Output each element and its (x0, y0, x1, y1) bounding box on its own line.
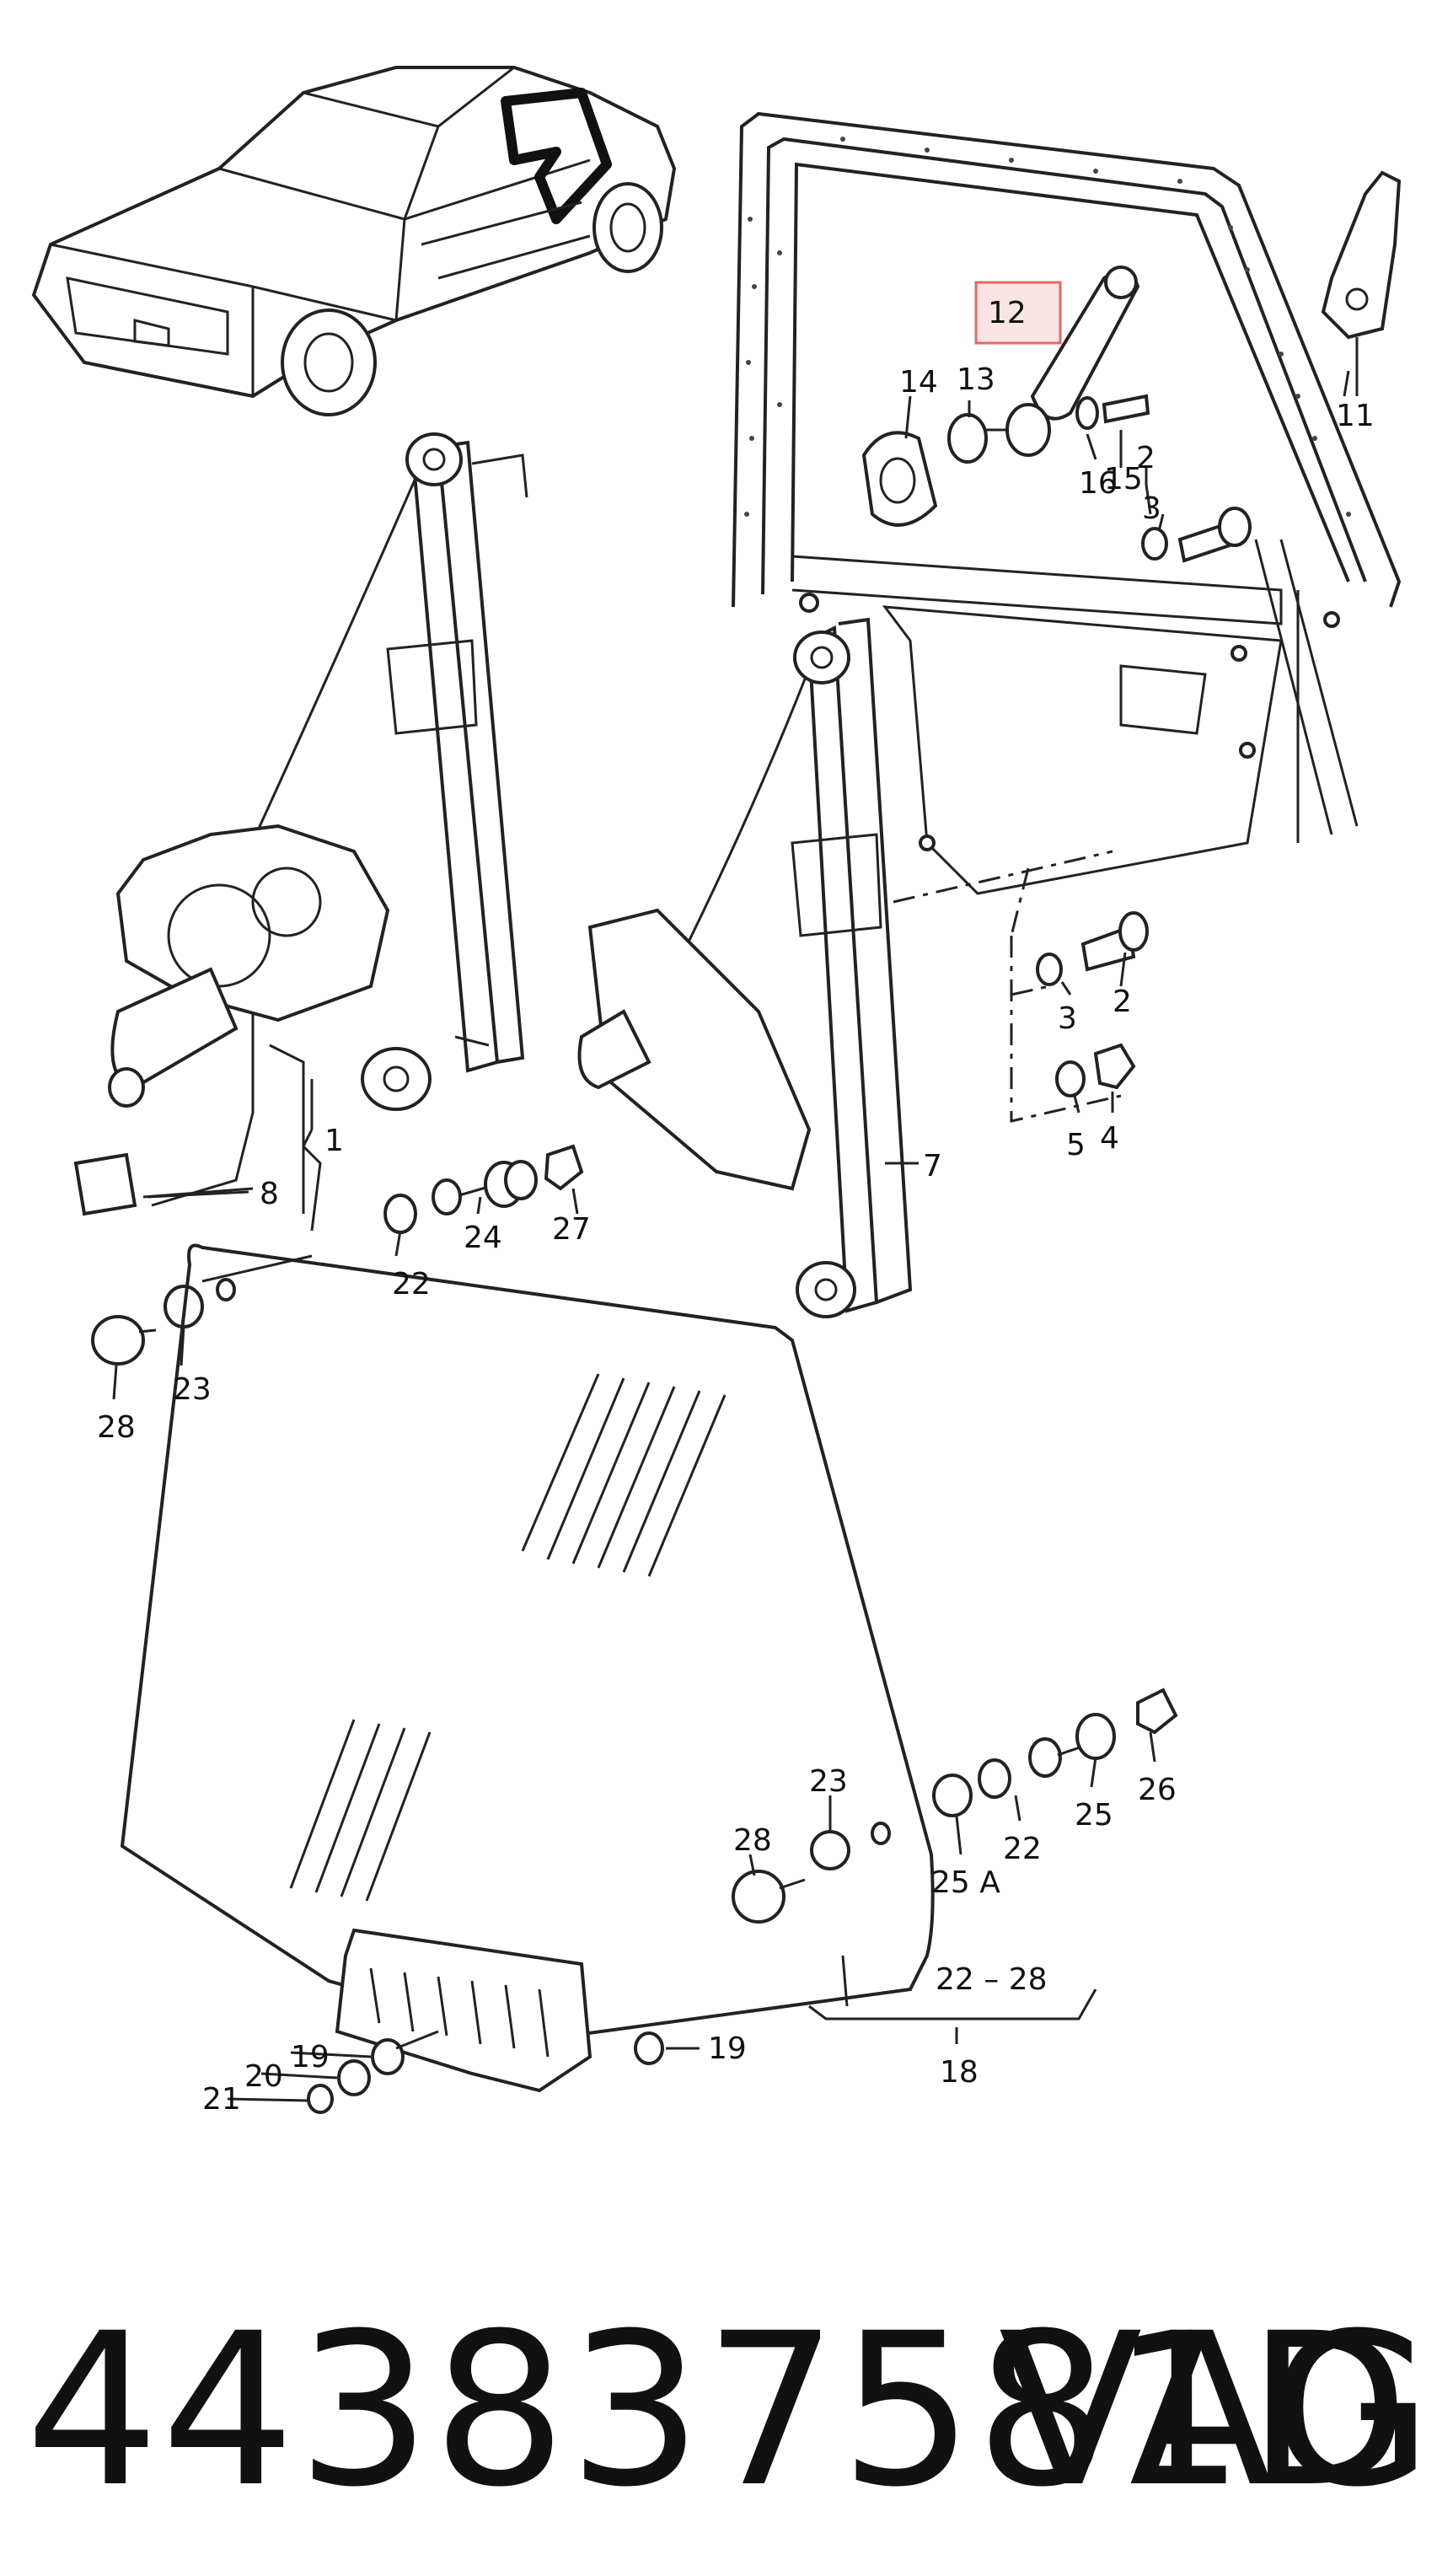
fastener-group-right (1010, 911, 1149, 1123)
label-24: 24 (464, 1221, 502, 1255)
window-regulator-left (243, 432, 528, 1111)
label-12: 12 (988, 296, 1027, 330)
label-19b: 19 (708, 2031, 747, 2066)
fastener-group-lower-left (307, 2030, 664, 2114)
label-14: 14 (899, 365, 938, 400)
label-28a: 28 (97, 1410, 136, 1445)
crank-fasteners (861, 394, 1252, 563)
label-4: 4 (1100, 1121, 1119, 1156)
label-15: 15 (1104, 462, 1143, 496)
label-22a: 22 (392, 1267, 431, 1301)
footer: 443837581D VAG (25, 2293, 1433, 2529)
door-frame (732, 111, 1402, 895)
parts-diagram: 12 1 2 3 14 13 16 15 11 3 2 5 4 7 8 22 2… (31, 66, 1402, 2117)
label-16: 16 (1079, 466, 1118, 501)
callout-labels: 12 1 2 3 14 13 16 15 11 3 2 5 4 7 8 22 2… (97, 281, 1375, 2117)
label-22-28: 22 – 28 (936, 1962, 1048, 1997)
brand-name: VAG (998, 2288, 1433, 2533)
label-11: 11 (1336, 399, 1375, 433)
fastener-group-lower-right (732, 1688, 1178, 2021)
fastener-group-left (91, 1144, 584, 1366)
label-20: 20 (244, 2059, 283, 2094)
label-18: 18 (940, 2055, 978, 2090)
label-26: 26 (1138, 1773, 1177, 1807)
label-8: 8 (260, 1177, 279, 1211)
label-25: 25 (1075, 1798, 1113, 1833)
label-3b: 3 (1058, 1001, 1077, 1036)
label-19a: 19 (291, 2040, 330, 2074)
label-22b: 22 (1003, 1832, 1042, 1866)
part-12-window-crank (986, 266, 1140, 457)
highlight-box (974, 281, 1062, 345)
part-11-bracket (1321, 170, 1402, 396)
leader-lines (112, 310, 1350, 2102)
label-25a: 25 A (931, 1865, 1000, 1900)
label-3a: 3 (1142, 491, 1161, 526)
label-2b: 2 (1113, 985, 1132, 1019)
label-13: 13 (957, 362, 995, 397)
regulator-motor (73, 824, 390, 1216)
label-5: 5 (1066, 1128, 1086, 1162)
car-illustration (31, 66, 677, 416)
label-21: 21 (202, 2082, 241, 2117)
label-1: 1 (324, 1124, 344, 1158)
label-7: 7 (923, 1149, 942, 1183)
label-23b: 23 (809, 1764, 848, 1799)
label-28b: 28 (733, 1823, 772, 1858)
label-27: 27 (552, 1212, 591, 1247)
part-number: 443837581D (25, 2288, 1412, 2533)
window-regulator-center (577, 617, 1113, 1318)
window-glass (120, 1243, 935, 2093)
label-2a: 2 (1136, 441, 1155, 475)
label-23a: 23 (173, 1372, 212, 1407)
